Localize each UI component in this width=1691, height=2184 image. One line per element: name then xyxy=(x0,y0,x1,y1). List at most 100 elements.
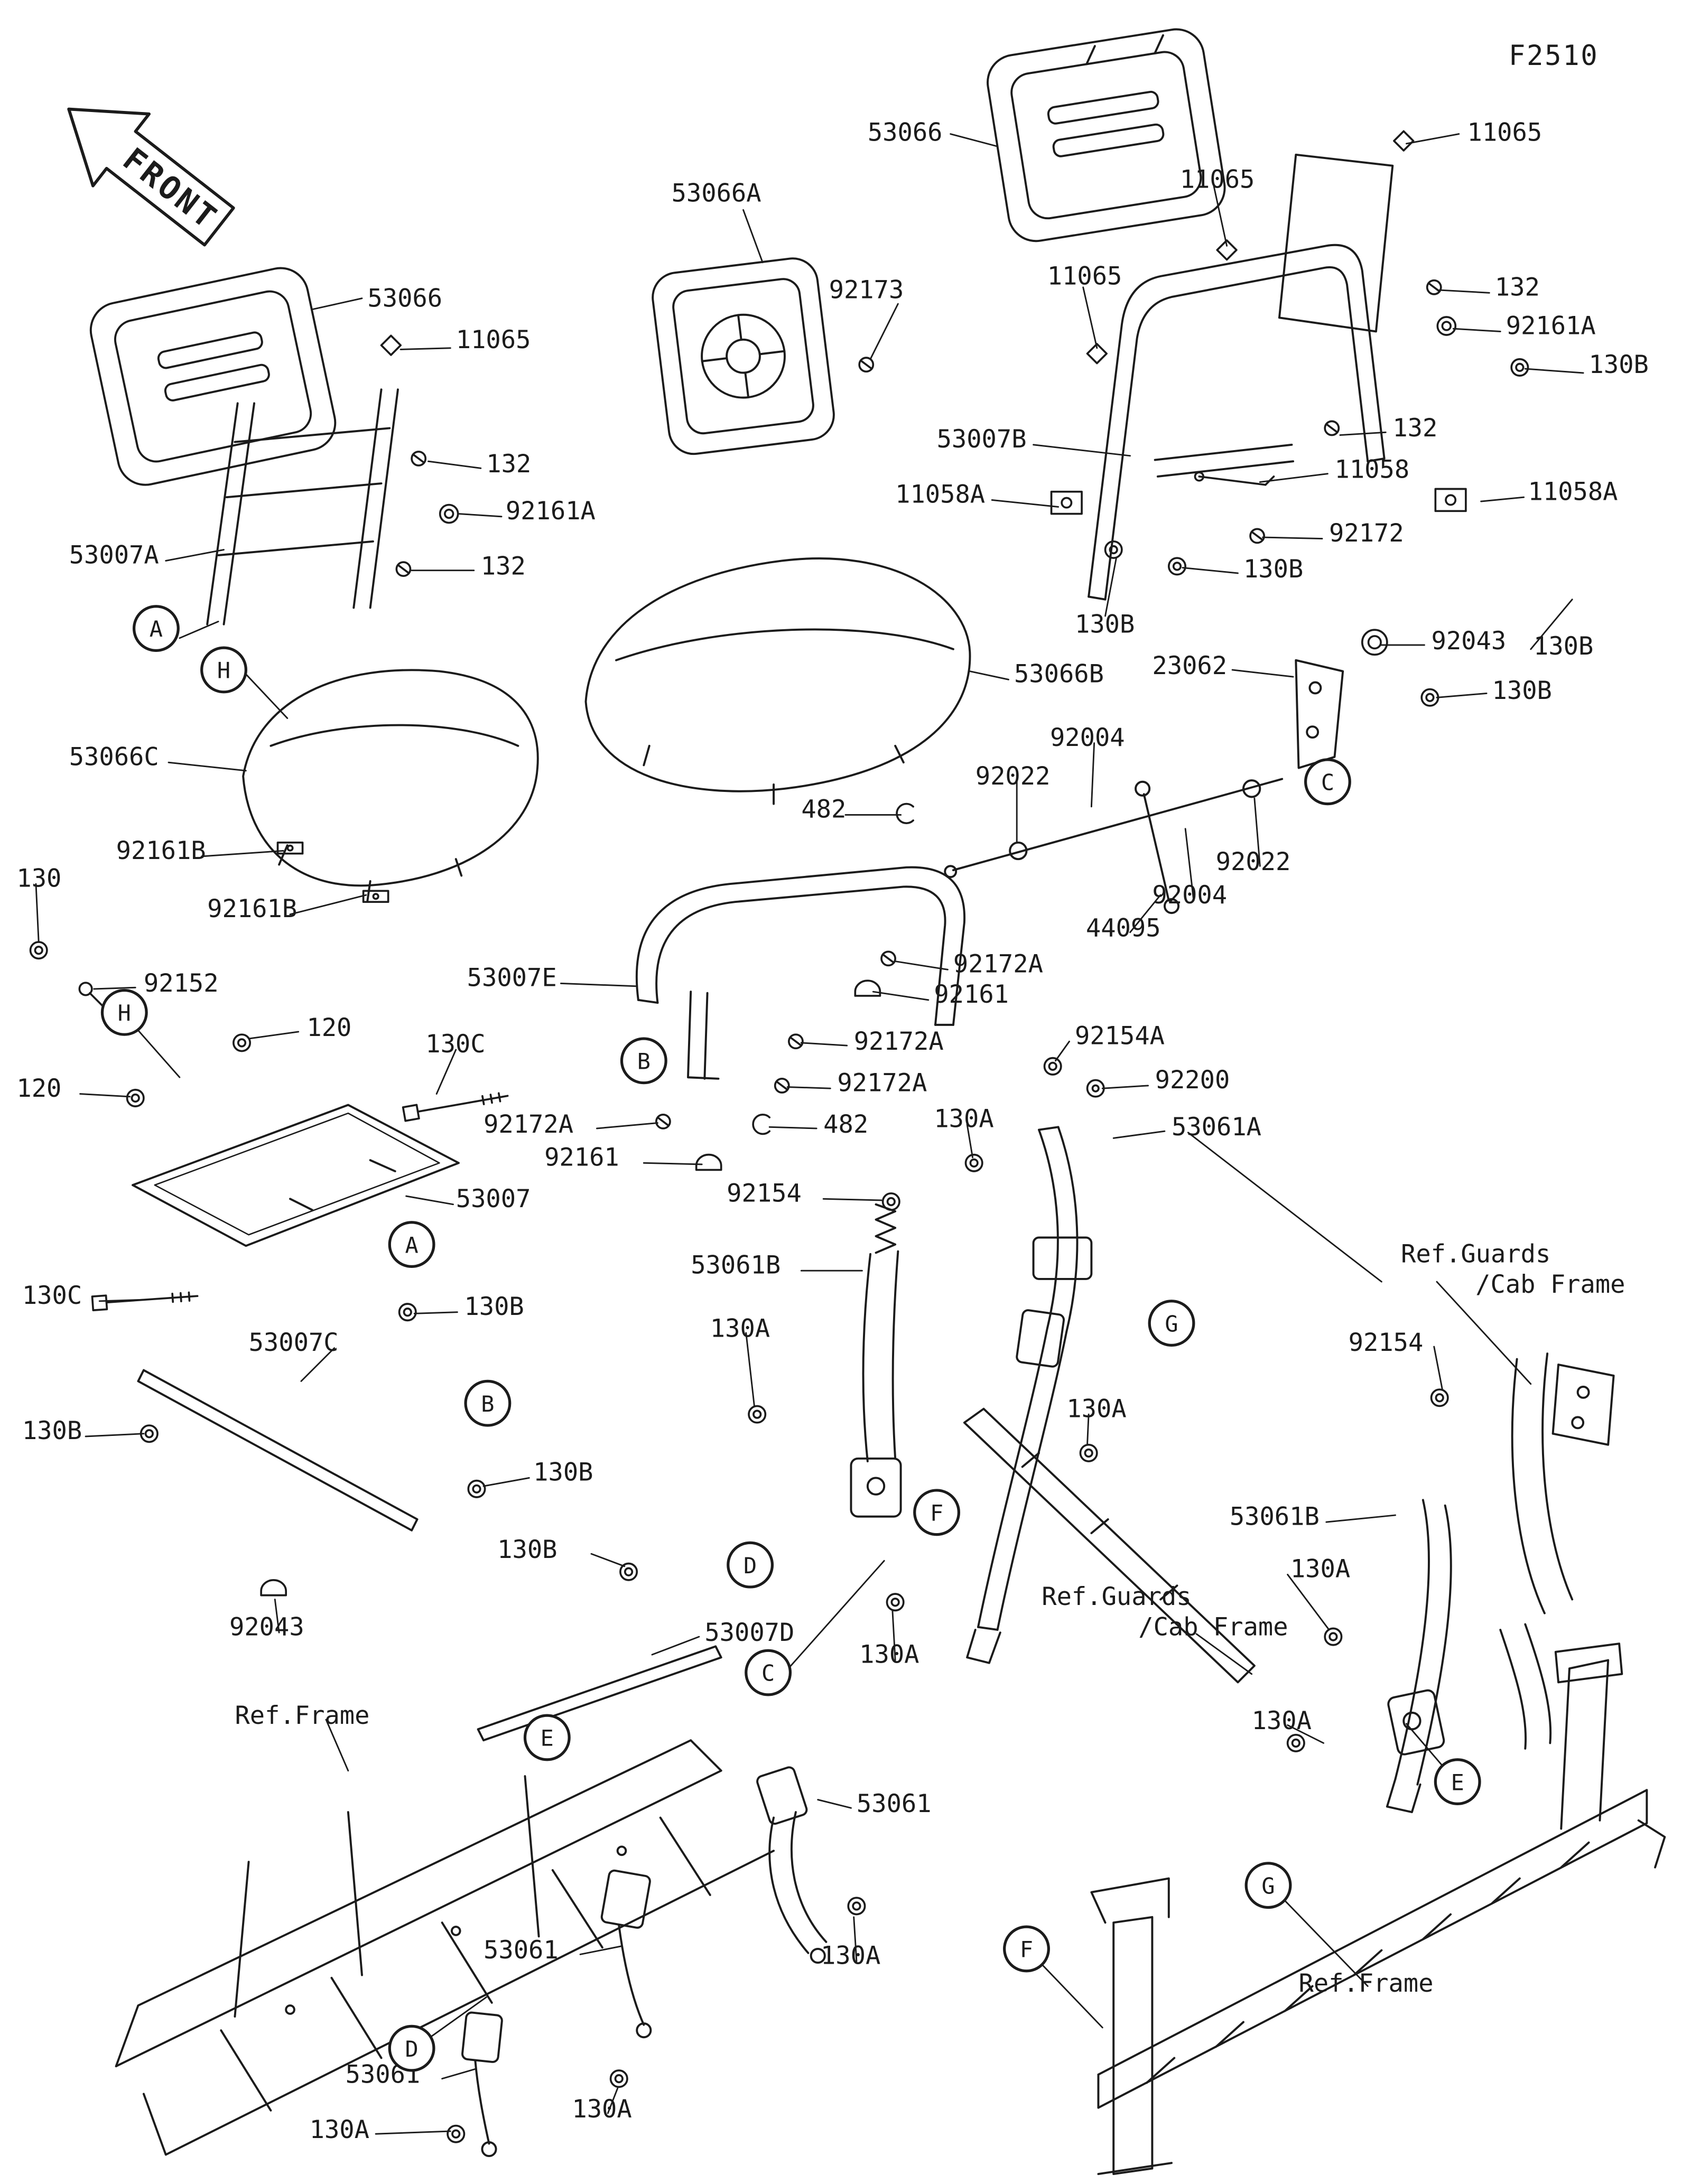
chassis-left-artwork xyxy=(115,1739,775,2156)
callout-b: B xyxy=(620,1037,667,1085)
leader-line xyxy=(399,347,451,350)
longbolt-glyph xyxy=(402,1092,509,1122)
callout-d: D xyxy=(727,1541,774,1589)
leader-line xyxy=(1182,567,1239,574)
callout-g: G xyxy=(1148,1300,1195,1347)
part-label-92043: 92043 xyxy=(229,1613,304,1642)
screw-glyph xyxy=(655,1113,671,1130)
part-label-120: 120 xyxy=(306,1013,352,1043)
leader-line xyxy=(1438,289,1490,294)
leader-line xyxy=(1262,536,1323,540)
bolt-glyph xyxy=(233,1033,252,1052)
leader-line xyxy=(1112,1130,1166,1139)
leader-line xyxy=(891,1609,896,1661)
seatbelt-53061B-left-artwork xyxy=(850,1203,902,1518)
leader-line xyxy=(1038,1961,1103,2029)
callout-h: H xyxy=(100,988,148,1036)
part-label-refframe: Ref.Frame xyxy=(235,1701,370,1731)
leader-line xyxy=(853,1916,858,1962)
part-label-92172: 92172 xyxy=(1329,519,1404,548)
part-label-92172a: 92172A xyxy=(484,1110,574,1140)
leader-line xyxy=(1530,599,1573,650)
leader-line xyxy=(745,1332,755,1407)
part-label-92022: 92022 xyxy=(975,762,1051,792)
callout-e: E xyxy=(523,1714,571,1761)
part-label-92200: 92200 xyxy=(1155,1066,1230,1096)
leader-line xyxy=(1082,286,1098,349)
leader-line xyxy=(1287,1573,1330,1631)
screw-glyph xyxy=(395,561,412,577)
callout-f: F xyxy=(1003,1925,1050,1973)
seat-back-left-artwork xyxy=(89,267,337,486)
leader-line xyxy=(872,991,930,1001)
leader-line xyxy=(1129,894,1162,934)
part-label-130a: 130A xyxy=(1290,1555,1351,1584)
generated-glyph-layer xyxy=(29,130,1584,2143)
leader-line xyxy=(482,1477,530,1487)
leader-line xyxy=(800,1042,848,1047)
part-label-132: 132 xyxy=(1392,414,1438,444)
leader-line xyxy=(1104,557,1117,617)
leader-line xyxy=(590,1553,626,1567)
leader-line xyxy=(1281,1897,1369,1987)
part-label-92161: 92161 xyxy=(544,1143,619,1173)
callout-e: E xyxy=(1434,1758,1481,1806)
part-label-53061: 53061 xyxy=(856,1790,932,1819)
part-label-92172a: 92172A xyxy=(953,950,1043,979)
bolt-glyph xyxy=(881,1192,900,1211)
screw-glyph xyxy=(774,1078,790,1094)
part-label-53066b: 53066B xyxy=(1014,660,1104,689)
screw-glyph xyxy=(1324,420,1340,436)
seat-frame-53007E-artwork xyxy=(635,866,965,1080)
part-label-53061b: 53061B xyxy=(691,1251,781,1281)
leader-line xyxy=(1287,1724,1325,1744)
part-label-11065: 11065 xyxy=(1467,118,1543,148)
bolt-glyph xyxy=(609,2069,628,2088)
leader-line xyxy=(1406,1723,1449,1773)
part-label-53007: 53007 xyxy=(456,1185,531,1215)
seatbelt-53061B-right-artwork xyxy=(1386,1499,1452,1814)
leader-line xyxy=(1033,444,1131,457)
part-label-130b: 130B xyxy=(1075,610,1135,640)
leader-line xyxy=(1231,669,1294,678)
part-label-92172a: 92172A xyxy=(837,1069,927,1098)
leader-line xyxy=(742,209,764,264)
plate-glyph xyxy=(362,890,389,903)
leader-line xyxy=(1524,368,1584,374)
part-label-11058: 11058 xyxy=(1334,455,1410,485)
bolt-glyph xyxy=(1420,688,1439,707)
part-label-53066: 53066 xyxy=(367,284,443,314)
part-label-11065: 11065 xyxy=(1047,262,1122,292)
part-label-53066c: 53066C xyxy=(69,743,159,772)
callout-g: G xyxy=(1244,1862,1292,1909)
part-label-130b: 130B xyxy=(497,1536,558,1565)
part-label-132: 132 xyxy=(1494,273,1540,303)
bolt-glyph xyxy=(886,1593,905,1612)
leader-line xyxy=(1090,742,1095,808)
chassis-right-artwork xyxy=(1090,1642,1666,2176)
leader-line xyxy=(137,1029,181,1078)
part-label-130a: 130A xyxy=(572,2095,632,2124)
leader-line xyxy=(85,1433,145,1438)
leader-line xyxy=(1436,1281,1532,1385)
leader-line xyxy=(966,1123,973,1159)
part-label-130b: 130B xyxy=(464,1293,524,1322)
nut-glyph xyxy=(439,503,459,524)
rod-glyph xyxy=(1194,471,1275,486)
backrest-panel-artwork xyxy=(1278,153,1394,333)
part-label-132: 132 xyxy=(486,450,532,480)
part-label-11058a: 11058A xyxy=(895,480,986,510)
part-label-53061a: 53061A xyxy=(1172,1113,1262,1143)
part-label-482: 482 xyxy=(801,795,847,825)
bolt-glyph xyxy=(1430,1388,1449,1407)
leader-line xyxy=(817,1799,852,1809)
clip-glyph xyxy=(896,802,914,825)
part-label-130b: 130B xyxy=(1492,677,1552,706)
leader-line xyxy=(1054,1040,1070,1062)
leader-line xyxy=(950,133,999,147)
leader-line xyxy=(1325,1514,1396,1523)
leader-line xyxy=(596,1122,658,1130)
leader-line xyxy=(869,303,899,360)
leader-line xyxy=(289,894,367,916)
leader-line xyxy=(1433,1346,1443,1390)
